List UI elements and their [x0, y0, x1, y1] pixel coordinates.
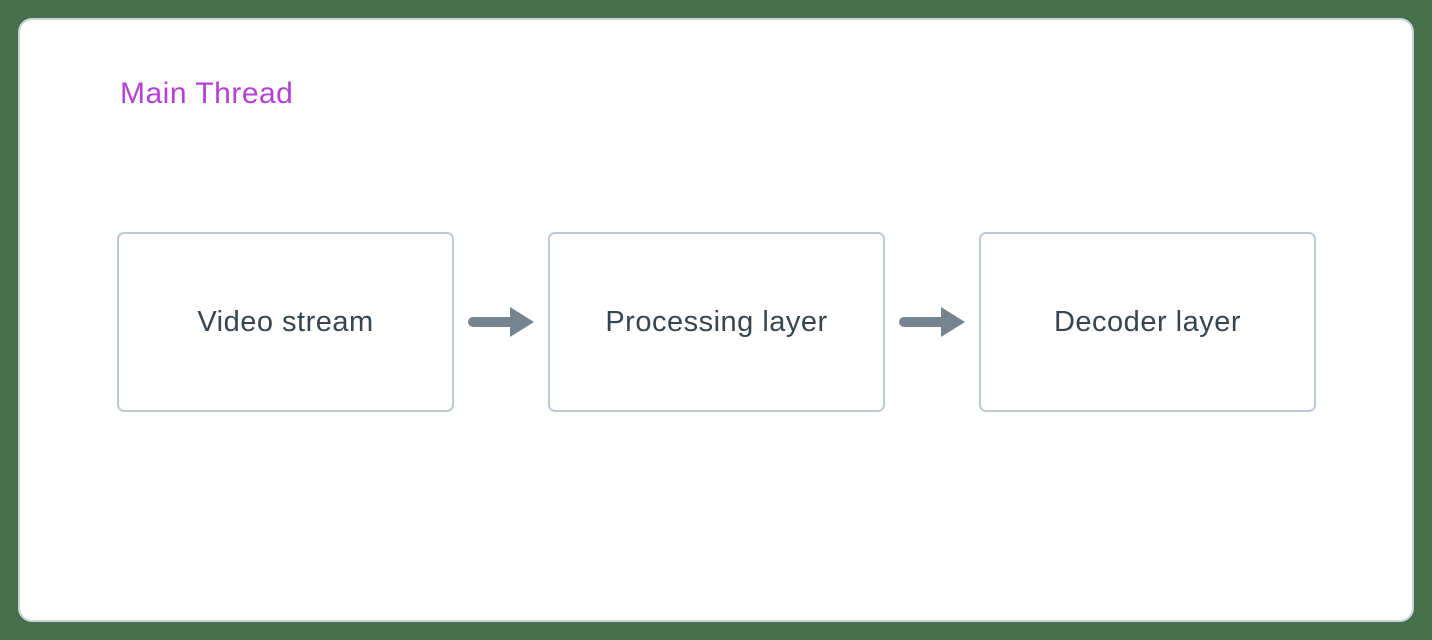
node-decoder-layer: Decoder layer — [979, 232, 1316, 412]
main-thread-panel: Main Thread Video stream Processing laye… — [18, 18, 1414, 622]
node-label: Decoder layer — [1053, 305, 1242, 338]
flow-arrow-icon — [467, 304, 535, 340]
node-processing-layer: Processing layer — [548, 232, 885, 412]
panel-title: Main Thread — [120, 77, 294, 110]
node-label: Processing layer — [605, 305, 828, 338]
flow-row: Video stream Processing layer Decoder la… — [117, 232, 1316, 412]
node-label: Video stream — [197, 305, 374, 338]
flow-arrow-icon — [898, 304, 966, 340]
node-video-stream: Video stream — [117, 232, 454, 412]
